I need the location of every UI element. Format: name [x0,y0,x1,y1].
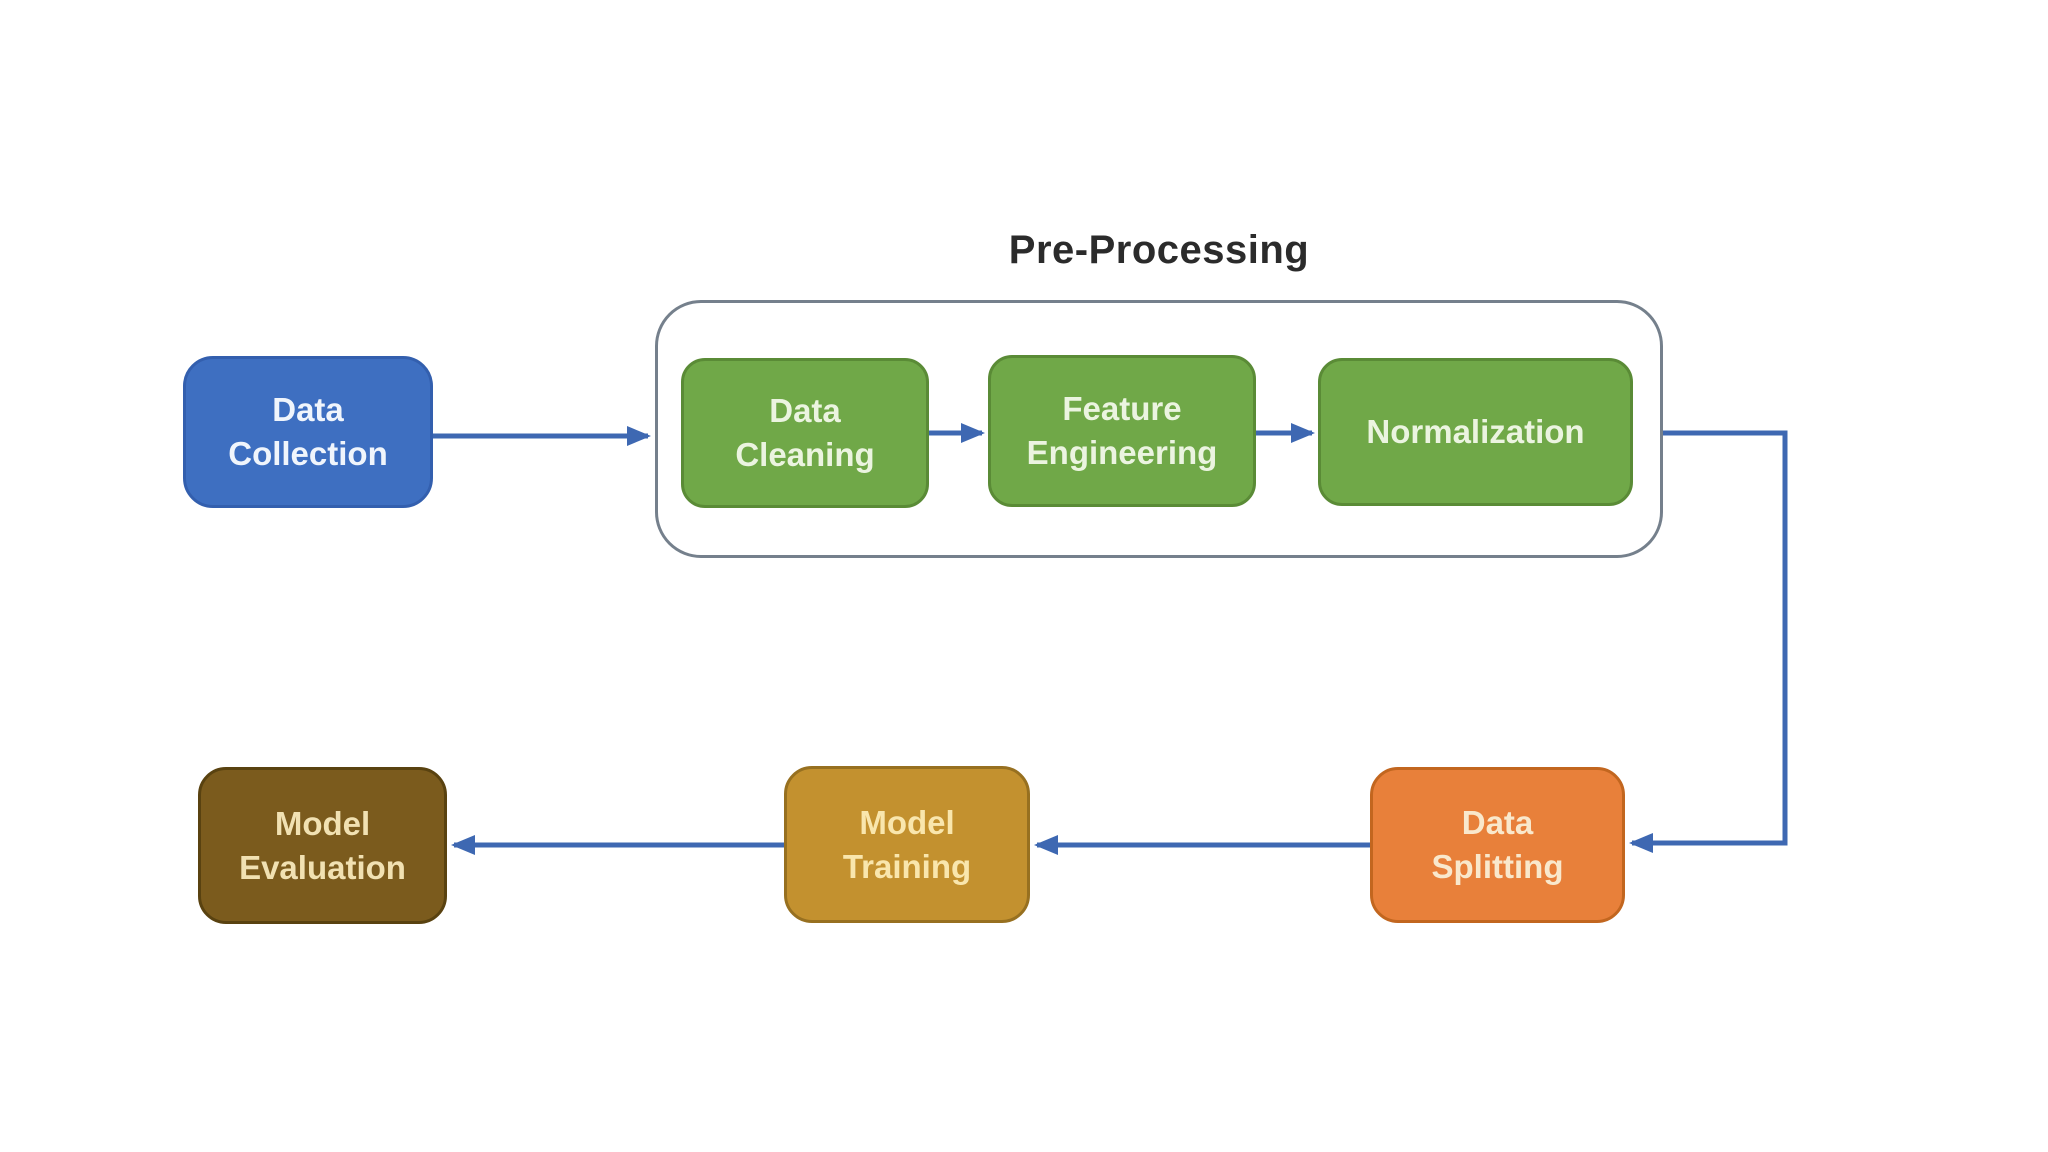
node-label: Model Evaluation [239,804,406,886]
node-label: Data Cleaning [735,392,875,473]
node-label: Normalization [1366,413,1585,451]
node-model-evaluation: Model Evaluation [198,767,447,924]
node-label: Data Splitting [1431,804,1564,885]
node-label: Feature Engineering [1026,390,1218,471]
preprocessing-group-container [655,300,1663,558]
node-normalization: Normalization [1318,358,1633,506]
node-data-collection: Data Collection [183,356,433,508]
preprocessing-group-title: Pre-Processing [1008,228,1310,272]
node-feature-engineering: Feature Engineering [988,355,1256,507]
node-label: Model Training [842,803,972,885]
node-label: Data Collection [228,391,388,472]
node-model-training: Model Training [784,766,1030,923]
node-data-splitting: Data Splitting [1370,767,1625,923]
node-data-cleaning: Data Cleaning [681,358,929,508]
